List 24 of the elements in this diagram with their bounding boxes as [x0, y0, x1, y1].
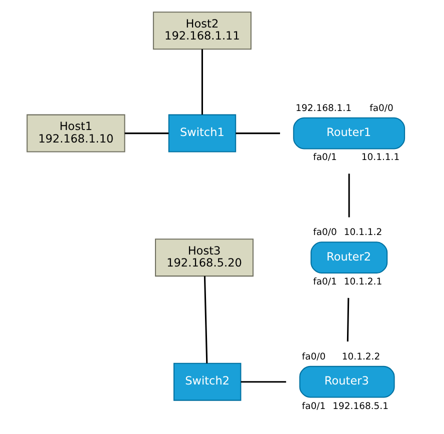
- node-label: fa0/0: [312, 227, 336, 238]
- connector: [203, 276, 208, 364]
- node-label: fa0/1: [301, 400, 326, 412]
- node-label: fa0/1: [312, 152, 336, 164]
- node-label: fa0/1: [312, 276, 336, 288]
- node-box: Host3 192.168.5.20: [154, 238, 254, 277]
- node-label: 10.1.2.1: [343, 276, 382, 288]
- node-label: fa0/0: [301, 351, 326, 362]
- node-label: 10.1.2.2: [341, 351, 380, 362]
- node-box: Switch2: [172, 362, 241, 401]
- node-box: Host1 192.168.1.10: [26, 114, 125, 152]
- node-box: Switch1: [168, 114, 236, 152]
- connector: [235, 132, 280, 134]
- connector: [346, 298, 349, 342]
- connector: [124, 132, 168, 134]
- connector: [240, 381, 286, 383]
- node-label: fa0/0: [369, 102, 393, 114]
- connector: [348, 174, 350, 218]
- node-label: 10.1.1.1: [360, 152, 400, 164]
- node-box: Host2 192.168.1.11: [152, 12, 252, 50]
- node-label: 192.168.1.1: [295, 102, 351, 114]
- node-label: 10.1.1.2: [343, 227, 382, 238]
- connector: [200, 49, 202, 115]
- node-label: 192.168.5.1: [332, 400, 388, 412]
